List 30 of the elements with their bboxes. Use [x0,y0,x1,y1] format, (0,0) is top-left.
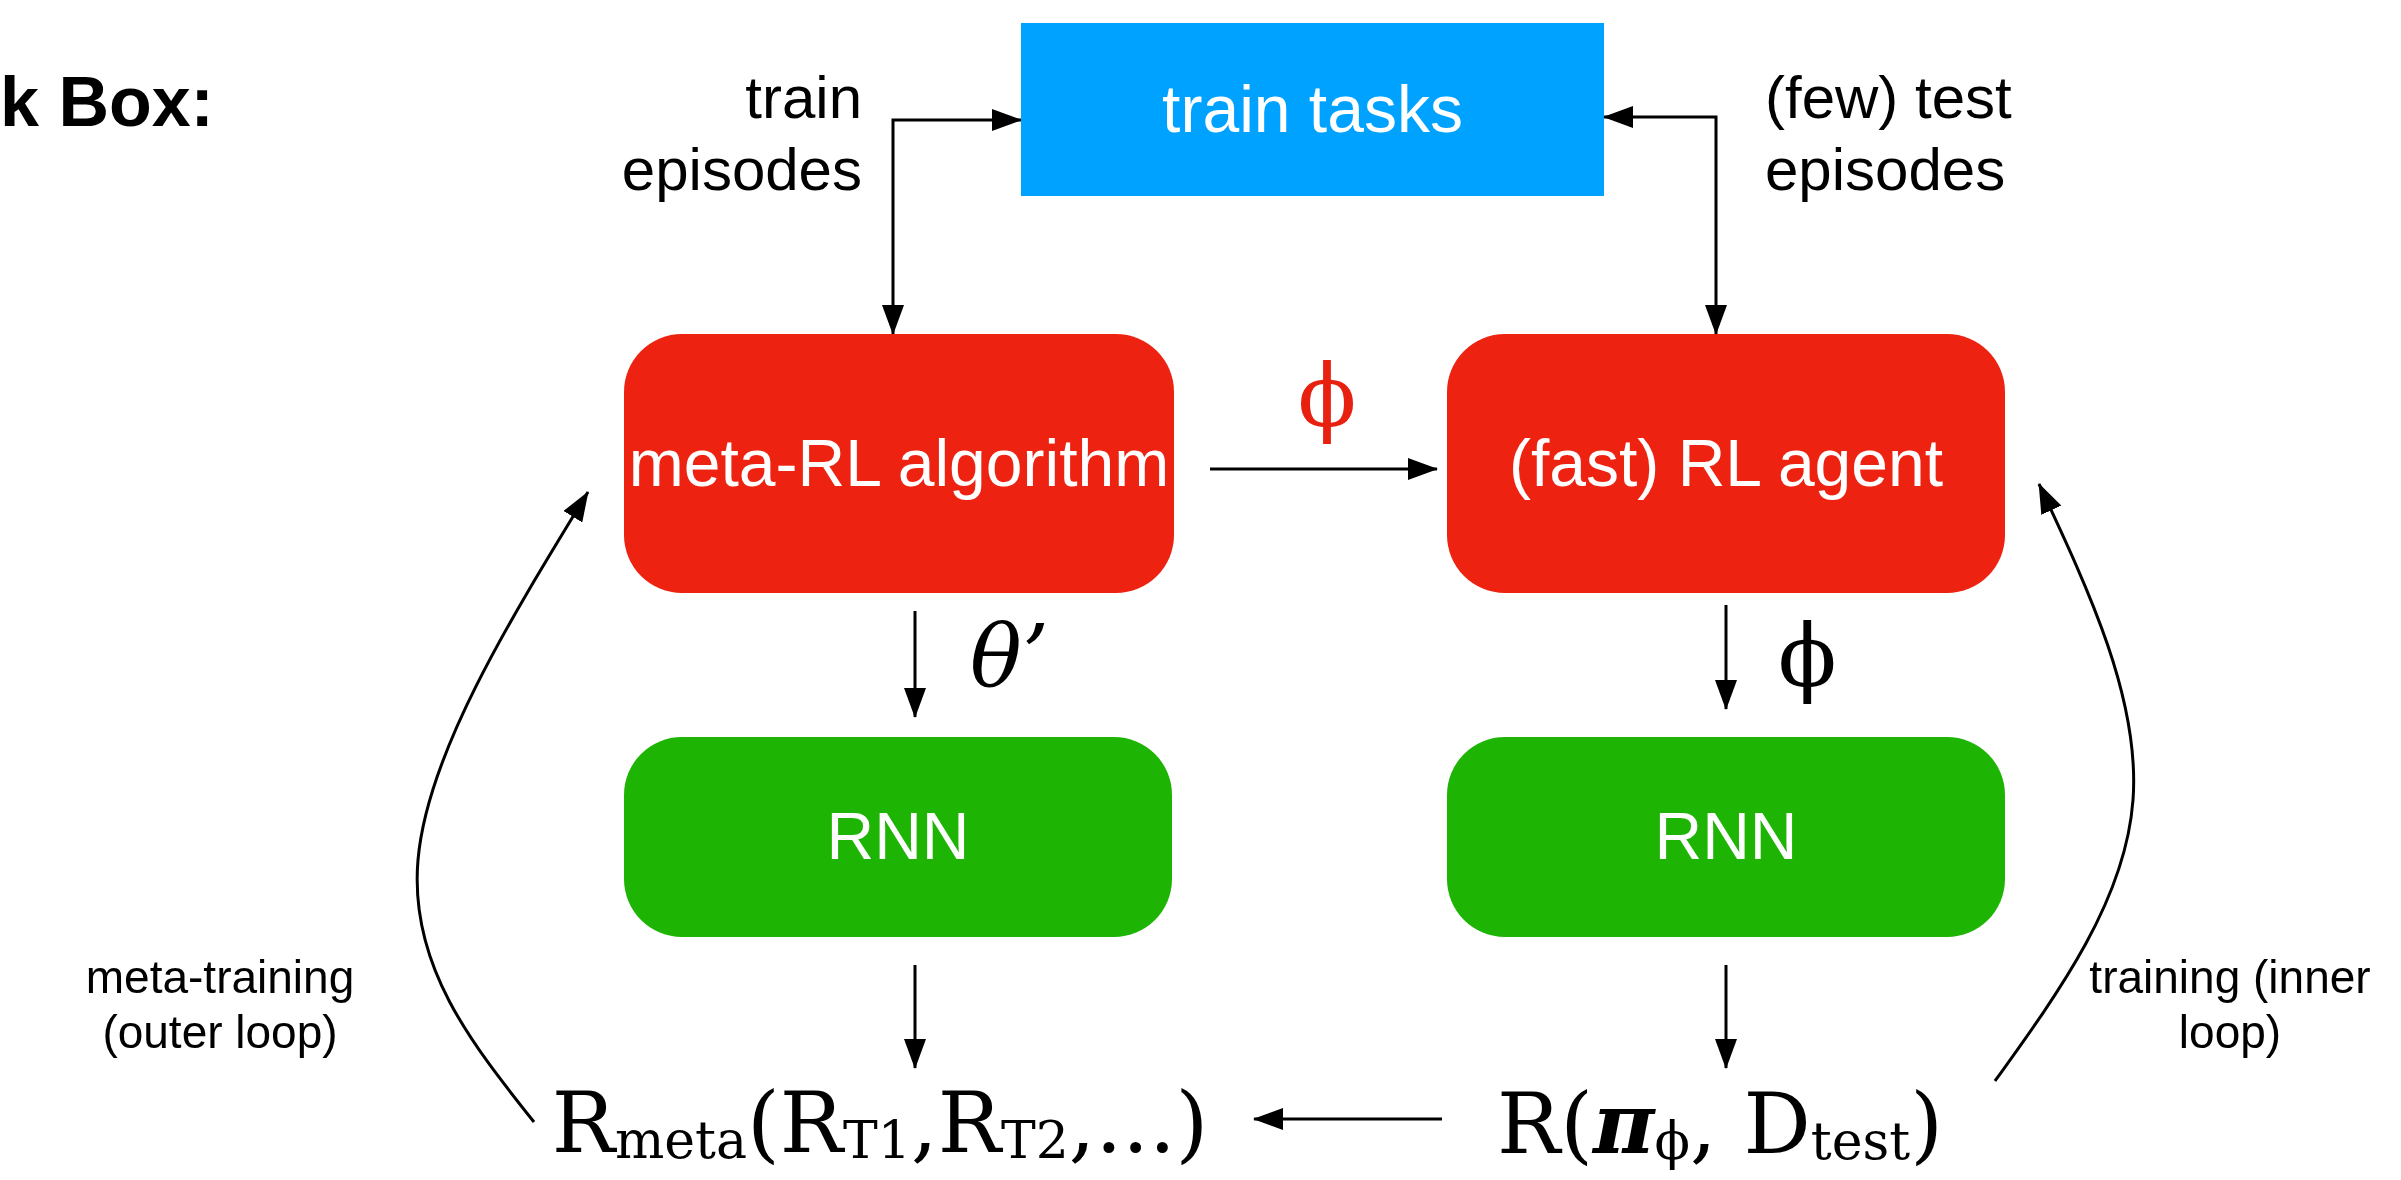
arrow [1715,965,1737,1069]
arrow [1603,106,1727,335]
arrow [904,611,926,718]
arrow [904,965,926,1069]
process-box [1447,334,2005,593]
formula-text: R(π$_{ϕ}$, D$_{test}$) [1470,1072,1970,1176]
arrow [882,109,1022,335]
edge-label: meta-training (outer loop) [84,950,356,1061]
arrow [1715,605,1737,710]
process-box [1447,737,2005,937]
box-label: meta-RL algorithm [628,424,1170,502]
process-box [624,334,1174,593]
edge-label: training (inner loop) [2088,950,2372,1061]
edge-label: θ’ [970,605,1051,708]
edge-label: ϕ [1778,605,1838,708]
arrow [1210,458,1438,480]
arrow [415,491,590,1123]
process-box [1021,23,1604,196]
formula-text: R$_{meta}$(R$_{T1}$,R$_{T2}$,...) [540,1072,1220,1176]
edge-label: train episodes [620,63,862,205]
heading-text: k Box: [0,62,214,142]
process-box [624,737,1172,937]
arrow [1253,1108,1442,1130]
edge-label: (few) test episodes [1765,63,2013,205]
arrow [1993,483,2136,1082]
edge-label: ϕ [1296,345,1358,448]
box-label: (fast) RL agent [1508,424,1944,502]
box-label: train tasks [1162,70,1463,148]
box-label: RNN [826,798,970,876]
box-label: RNN [1654,798,1798,876]
